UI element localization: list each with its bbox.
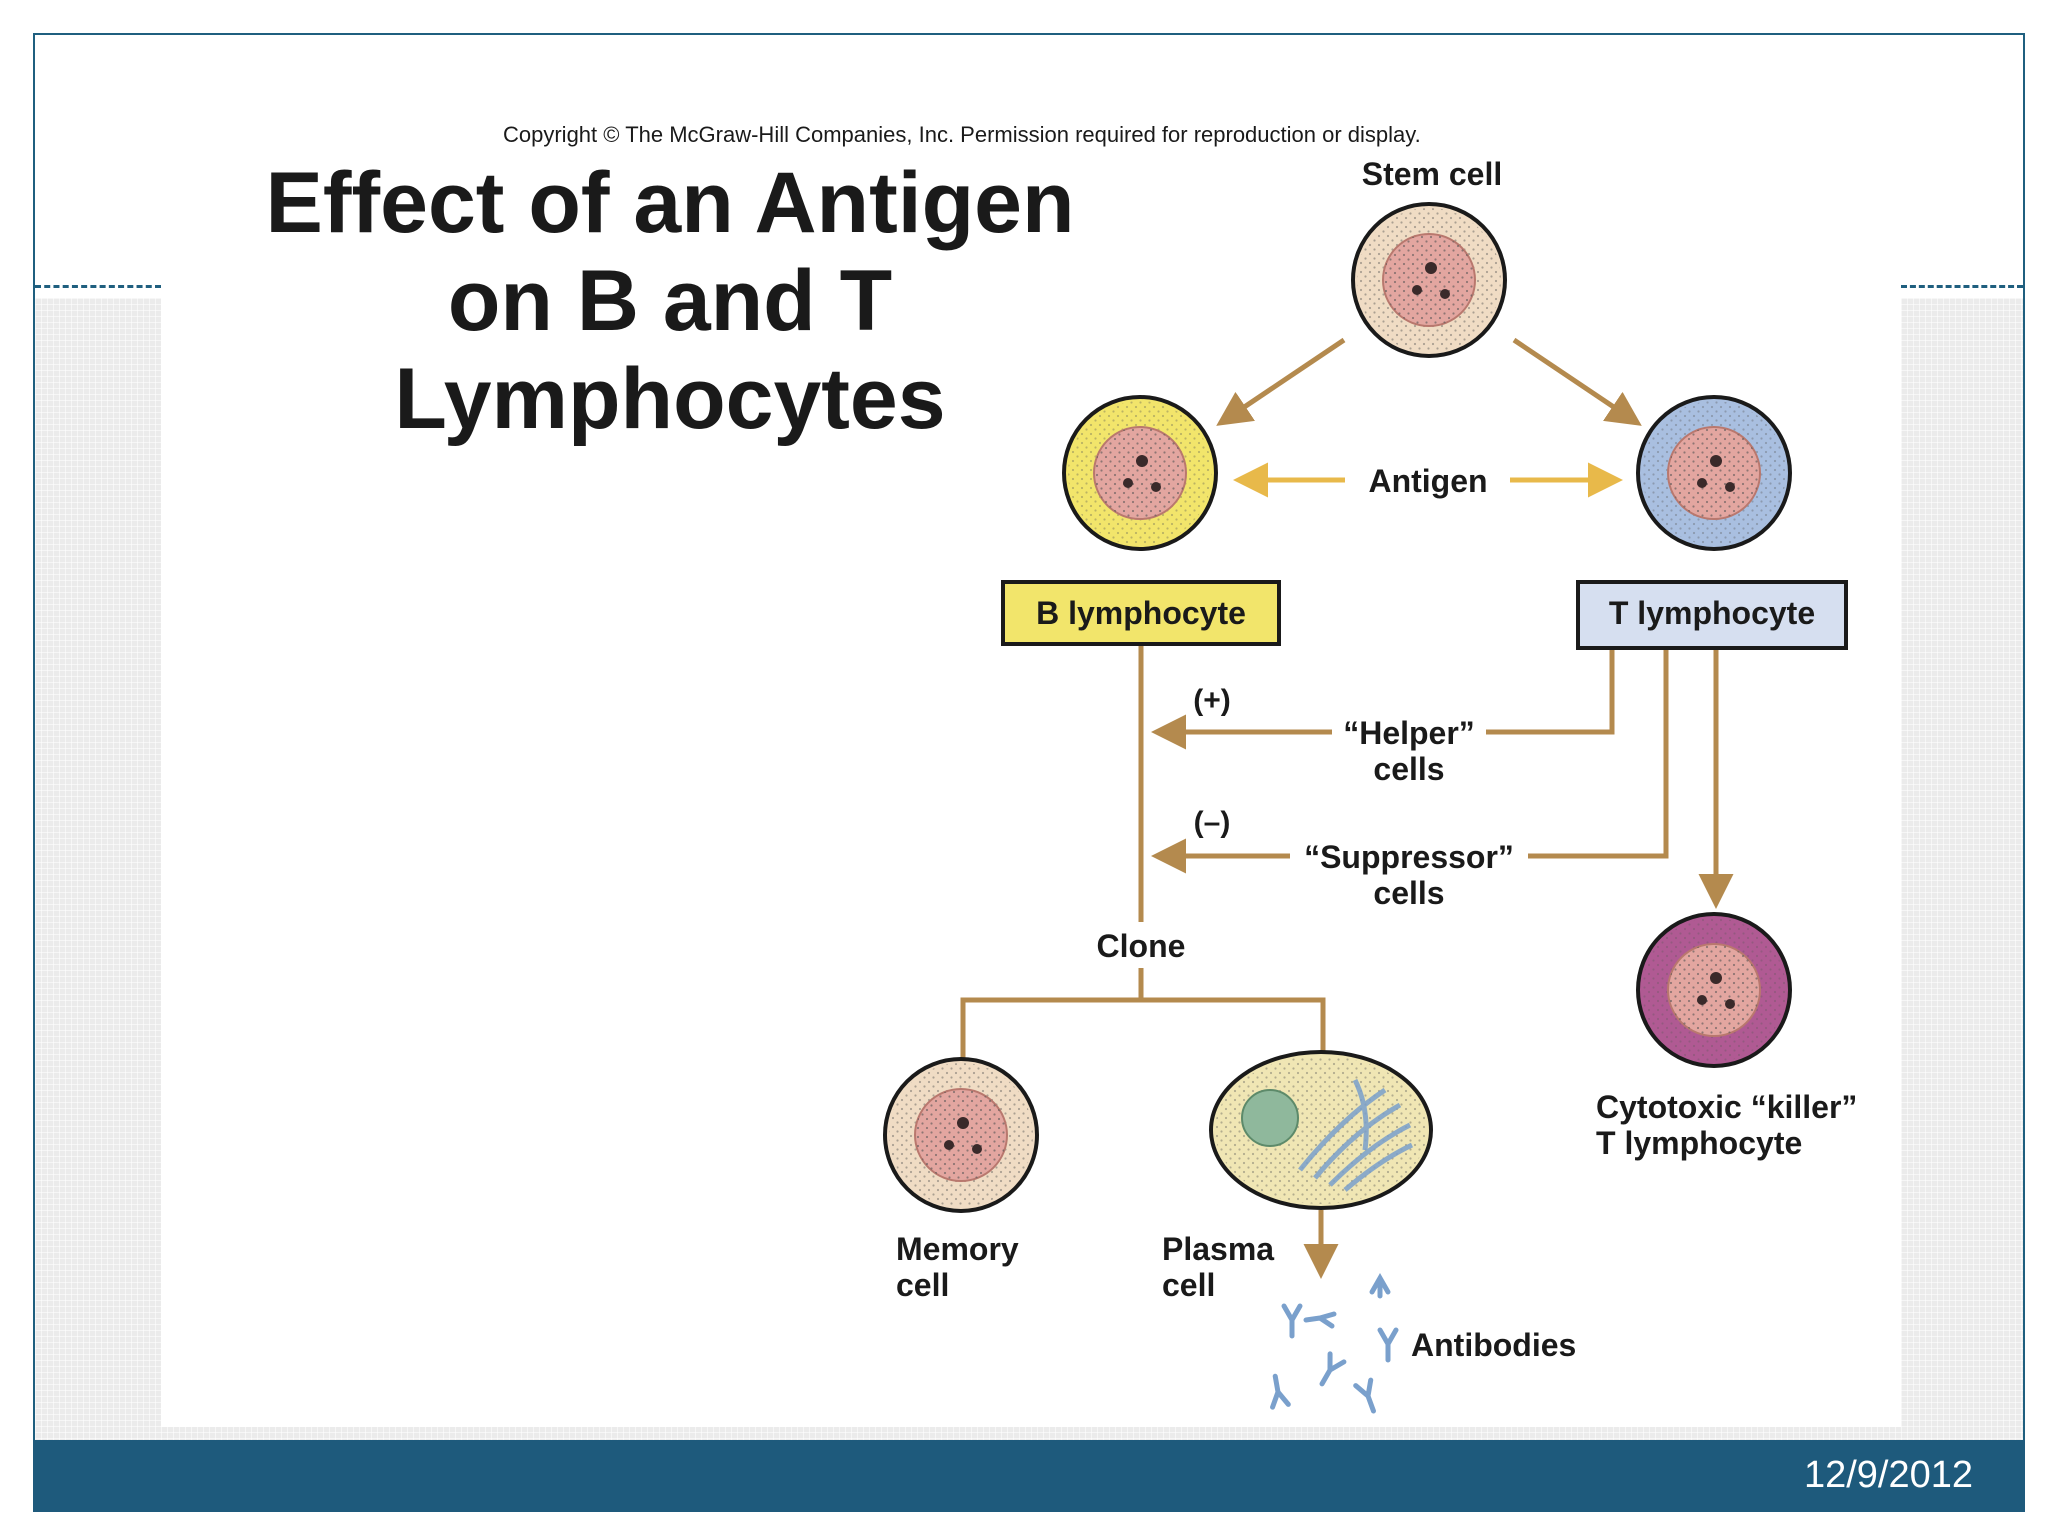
memory-cell <box>883 1057 1039 1213</box>
t-lymphocyte-cell <box>1636 395 1792 551</box>
clone-branch-line <box>960 997 1326 1060</box>
antibodies-icon <box>1270 1272 1399 1414</box>
cytotoxic-label-line-2: T lymphocyte <box>1596 1125 1802 1161</box>
header-divider-left <box>35 285 161 288</box>
memory-cell-label-line-1: Memory <box>896 1231 1019 1267</box>
plasma-cell-label-line-2: cell <box>1162 1267 1215 1303</box>
title-line-2: on B and T <box>448 253 892 349</box>
helper-label-line-1: “Helper” <box>1343 715 1475 751</box>
suppressor-sign: (–) <box>1194 806 1231 839</box>
header-divider-right <box>1901 285 2023 288</box>
suppressor-label-line-1: “Suppressor” <box>1304 839 1514 875</box>
suppressor-line <box>1528 650 1669 859</box>
slide-date: 12/9/2012 <box>1803 1454 1973 1496</box>
stem-cell-label: Stem cell <box>1362 156 1503 192</box>
title-line-3: Lymphocytes <box>394 351 945 447</box>
footer-bar: 12/9/2012 <box>33 1440 2025 1512</box>
clone-label-bg <box>1086 922 1196 968</box>
arrow-stem-to-b <box>1216 337 1346 426</box>
b-lymphocyte-label: B lymphocyte <box>1036 595 1246 631</box>
helper-line <box>1486 650 1615 735</box>
copyright-text: Copyright © The McGraw-Hill Companies, I… <box>503 122 1421 147</box>
antibodies-label: Antibodies <box>1411 1327 1576 1363</box>
b-lymphocyte-cell <box>1062 395 1218 551</box>
clone-label: Clone <box>1097 928 1186 964</box>
plasma-cell-label-line-1: Plasma <box>1162 1231 1274 1267</box>
arrow-stem-to-t <box>1512 337 1642 426</box>
stem-cell <box>1351 202 1507 358</box>
memory-cell-label-line-2: cell <box>896 1267 949 1303</box>
t-lymphocyte-label: T lymphocyte <box>1609 595 1815 631</box>
suppressor-label-line-2: cells <box>1373 875 1444 911</box>
title-line-1: Effect of an Antigen <box>265 155 1074 251</box>
b-lymphocyte-box <box>1001 580 1281 646</box>
antigen-label: Antigen <box>1368 463 1487 499</box>
helper-label-line-2: cells <box>1373 751 1444 787</box>
diagram-image-panel <box>161 112 1901 1427</box>
plasma-cell <box>1209 1050 1433 1210</box>
t-lymphocyte-box <box>1576 580 1848 650</box>
cytotoxic-killer-cell <box>1636 912 1792 1068</box>
cytotoxic-label-line-1: Cytotoxic “killer” <box>1596 1089 1857 1125</box>
helper-sign: (+) <box>1193 684 1231 717</box>
